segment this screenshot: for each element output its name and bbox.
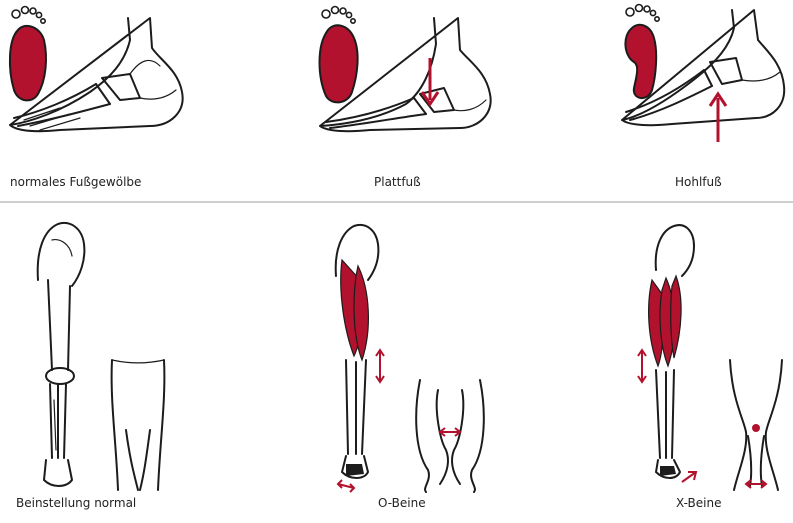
x-legs-illustration: [612, 210, 793, 500]
foot-panel-flat: Plattfuß: [310, 0, 510, 200]
leg-panel-o-legs: O-Beine: [310, 210, 540, 523]
normal-arch-illustration: [0, 0, 200, 160]
o-legs-illustration: [310, 210, 540, 500]
section-divider: [0, 201, 793, 203]
leg-panel-normal: Beinstellung normal: [0, 210, 230, 523]
muscle-highlight: [671, 276, 681, 358]
leg-caption-o-legs: O-Beine: [378, 496, 426, 510]
footprint-icon: [10, 7, 46, 101]
leg-caption-normal: Beinstellung normal: [16, 496, 136, 510]
normal-leg-illustration: [0, 210, 230, 500]
footprint-icon: [625, 5, 659, 99]
arrow-diagonal-icon: [682, 472, 696, 482]
leg-panel-x-legs: X-Beine: [612, 210, 793, 523]
leg-caption-x-legs: X-Beine: [676, 496, 721, 510]
arrow-vertical-icon: [376, 350, 384, 382]
arrow-vertical-icon: [638, 350, 646, 382]
hollow-foot-illustration: [612, 0, 793, 160]
arrow-horizontal-icon: [746, 480, 766, 488]
flat-foot-illustration: [310, 0, 510, 160]
arrow-up-icon: [710, 94, 726, 142]
foot-caption-hollow: Hohlfuß: [675, 175, 722, 189]
foot-caption-normal: normales Fußgewölbe: [10, 175, 141, 189]
foot-panel-hollow: Hohlfuß: [612, 0, 793, 200]
footprint-icon: [320, 7, 358, 103]
foot-caption-flat: Plattfuß: [374, 175, 421, 189]
foot-panel-normal: normales Fußgewölbe: [0, 0, 200, 200]
arrow-horizontal-icon: [440, 428, 460, 436]
arrow-diagonal-icon: [338, 480, 354, 492]
